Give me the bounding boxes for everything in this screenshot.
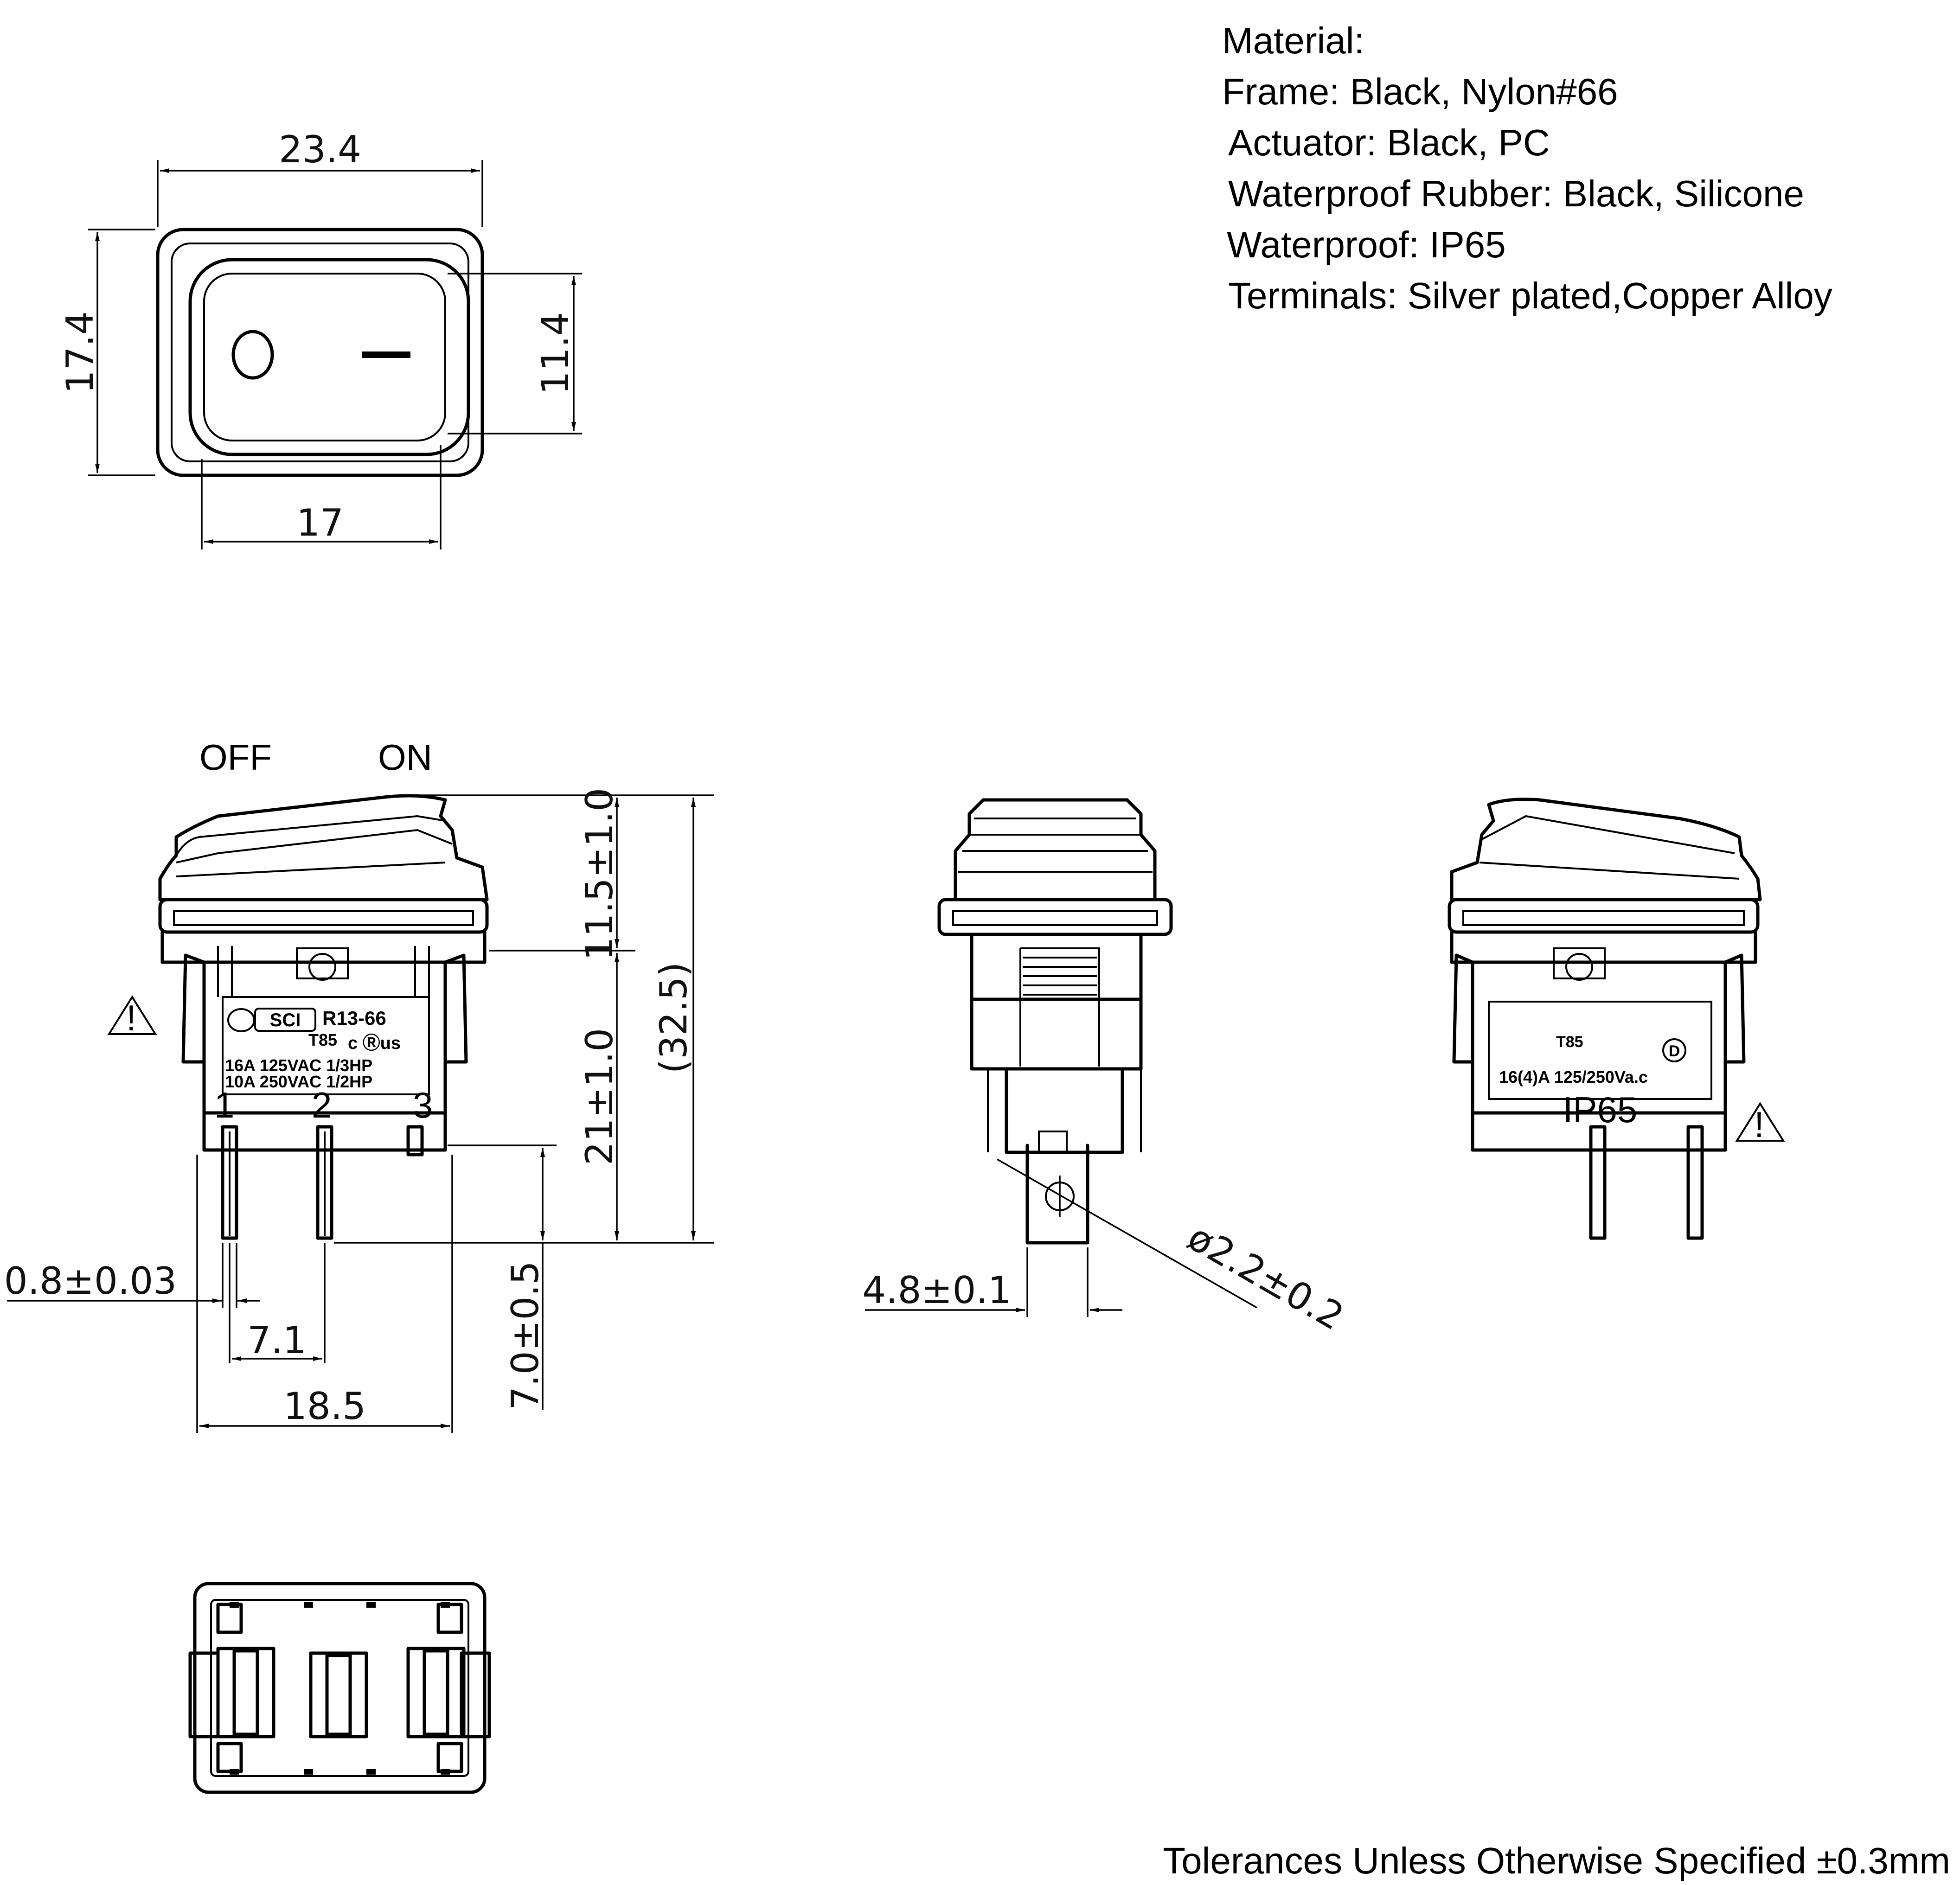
material-actuator: Actuator: Black, PC (1228, 122, 1550, 163)
dim-body-width: 18.5 (283, 1385, 366, 1428)
material-terminals: Terminals: Silver plated,Copper Alloy (1228, 275, 1832, 316)
dim-tab-width: 4.8±0.1 (862, 1269, 1011, 1312)
rear-temp-rating: T85 (1556, 1033, 1583, 1051)
rating-line-2: 10A 250VAC 1/2HP (225, 1072, 372, 1091)
warning-triangle-icon (107, 995, 157, 1035)
bottom-pin-2 (309, 1651, 368, 1738)
dim-actuator-width: 17 (296, 501, 344, 544)
dim-pin-length: 7.0±0.5 (504, 1261, 547, 1410)
dim-top-height: 17.4 (58, 311, 102, 394)
pin-2-label: 2 (312, 1085, 332, 1125)
bottom-pin-1 (216, 1647, 275, 1738)
front-view: OFF ON SCI R13- (4, 737, 714, 1433)
dim-total-height: (32.5) (652, 962, 695, 1074)
material-spec-block: Material: Frame: Black, Nylon#66 Actuato… (1222, 20, 1832, 316)
dim-actuator-height: 11.4 (534, 312, 577, 395)
material-waterproof: Waterproof: IP65 (1227, 224, 1506, 265)
ul-cert: c Ⓡus (348, 1034, 401, 1053)
brand-logo: SCI (227, 1008, 316, 1032)
off-symbol-icon (231, 330, 274, 380)
dim-pin-pitch: 7.1 (247, 1319, 306, 1362)
label-off: OFF (199, 737, 272, 778)
rear-view: T85 D 16(4)A 125/250Va.c IP65 ! (1448, 798, 1785, 1240)
top-view: 23.4 17.4 11.4 17 (58, 128, 582, 550)
temp-rating: T85 (308, 1030, 337, 1049)
pin-3-label: 3 (413, 1085, 433, 1125)
dim-body-height: 21±1.0 (578, 1028, 621, 1165)
rear-warning-triangle-icon (1735, 1102, 1785, 1142)
model-number: R13-66 (322, 1007, 386, 1029)
pin-1-label: 1 (214, 1085, 234, 1125)
rear-cert-d: D (1669, 1042, 1680, 1060)
rating-line-1: 16A 125VAC 1/3HP (225, 1056, 372, 1075)
bottom-view (188, 1582, 491, 1794)
rear-rating: 16(4)A 125/250Va.c (1499, 1067, 1648, 1086)
dim-pin-thickness: 0.8±0.03 (4, 1259, 177, 1303)
material-rubber: Waterproof Rubber: Black, Silicone (1228, 173, 1804, 214)
side-view: 4.8±0.1 ø2.2±0.2 (862, 798, 1351, 1339)
tolerance-note: Tolerances Unless Otherwise Specified ±0… (1163, 1840, 1950, 1881)
material-heading: Material: (1222, 20, 1364, 61)
material-frame: Frame: Black, Nylon#66 (1222, 71, 1618, 112)
dim-hole-diameter: ø2.2±0.2 (1181, 1215, 1351, 1339)
svg-text:SCI: SCI (270, 1010, 301, 1030)
svg-text:!: ! (126, 997, 136, 1038)
rear-ip-rating: IP65 (1563, 1089, 1637, 1130)
dim-top-width: 23.4 (279, 128, 361, 171)
dim-actuator-rise: 11.5±1.0 (578, 788, 621, 960)
bottom-pin-3 (406, 1647, 466, 1738)
label-on: ON (378, 737, 432, 778)
svg-text:!: ! (1754, 1104, 1764, 1145)
